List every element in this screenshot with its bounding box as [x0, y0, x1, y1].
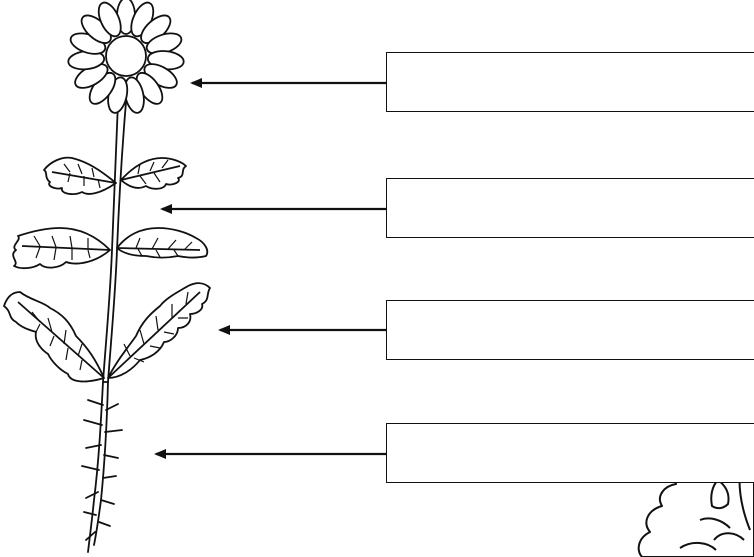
label-box-stem[interactable]: [386, 178, 754, 238]
leaf-icon: [3, 156, 211, 383]
label-box-leaf[interactable]: [386, 300, 754, 360]
stem-icon: [102, 101, 127, 383]
label-box-roots[interactable]: [386, 423, 754, 483]
roots-icon: [81, 381, 123, 553]
label-arrows: [154, 78, 386, 459]
label-box-flower[interactable]: [386, 52, 754, 112]
flower-icon: [67, 0, 185, 114]
